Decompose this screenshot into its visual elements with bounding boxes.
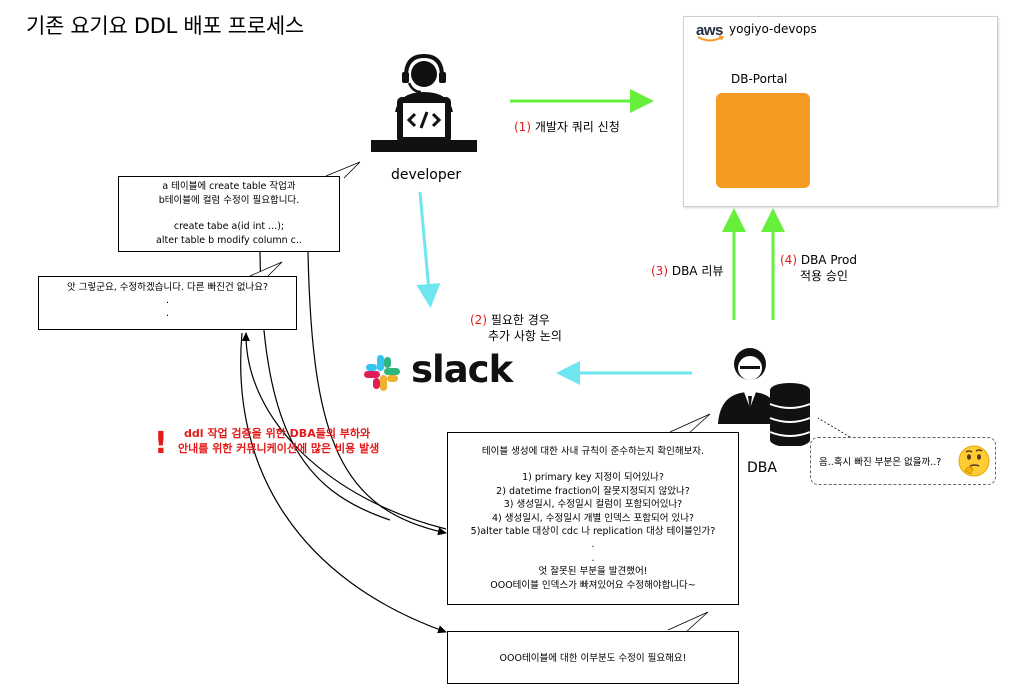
developer-label: developer	[391, 167, 462, 183]
slack-logo-icon	[362, 353, 402, 393]
bubble-line: create tabe a(id int ...);	[173, 221, 285, 232]
step2-label: (2) 필요한 경우 추가 사항 논의	[470, 313, 562, 343]
review-line: 5)alter table 대상이 cdc 나 replication 대상 테…	[470, 526, 716, 538]
dba-thought-bubble: 음..혹시 빠진 부분은 없을까..?	[810, 437, 996, 485]
review-line: OOO테이블 인덱스가 빠져있어요 수정해야합니다~	[490, 579, 696, 591]
bubble-line: .	[165, 295, 170, 306]
db-portal-label: DB-Portal	[731, 72, 788, 86]
bubble-line	[119, 207, 339, 220]
thought-bubble-text: 음..혹시 빠진 부분은 없을까..?	[819, 457, 942, 468]
aws-logo-icon: aws	[696, 22, 725, 42]
bubble-line: 앗 그렇군요, 수정하겠습니다. 다른 빠진건 없나요?	[67, 282, 268, 293]
warning-text: ddl 작업 검증을 위한 DBA들의 부하와 안내를 위한 커뮤니케이션에 많…	[178, 427, 380, 455]
dba-database-icon	[714, 342, 814, 447]
thinking-face-icon	[957, 444, 991, 478]
review-line: 2) datetime fraction이 잘못지정되지 않았나?	[496, 485, 690, 497]
dba-label: DBA	[747, 460, 777, 476]
bubble-line: a 테이블에 create table 작업과	[162, 181, 296, 192]
review-line: 3) 생성일시, 수정일시 컬럼이 포함되어있나?	[503, 499, 683, 511]
review-line: 4) 생성일시, 수정일시 개별 인덱스 포함되어 있나?	[492, 512, 694, 524]
aws-account-label: yogiyo-devops	[729, 22, 817, 36]
review-line: 테이블 생성에 대한 사내 규칙이 준수하는지 확인해보자.	[481, 446, 705, 457]
aws-group-box: aws yogiyo-devops DB-Portal	[683, 16, 998, 207]
dba-final-bubble: OOO테이블에 대한 이부분도 수정이 필요해요!	[447, 631, 739, 684]
review-line: 1) primary key 지정이 되어있나?	[522, 472, 664, 484]
db-portal-icon[interactable]	[716, 93, 810, 188]
final-bubble-tail	[667, 611, 709, 633]
exclamation-icon: !	[154, 426, 168, 461]
thought-bubble-tail	[817, 417, 851, 438]
review-box-tail	[669, 413, 711, 435]
step1-label: (1) 개발자 쿼리 신청	[514, 120, 620, 134]
developer-request-bubble: a 테이블에 create table 작업과 b테이블에 컬럼 수정이 필요합…	[118, 176, 340, 252]
dba-review-box: 테이블 생성에 대한 사내 규칙이 준수하는지 확인해보자. 1) primar…	[447, 432, 739, 605]
developer-laptop-icon	[365, 52, 483, 160]
bubble-line: b테이블에 컬럼 수정이 필요합니다.	[158, 194, 300, 206]
slack-wordmark: slack	[411, 348, 513, 391]
review-line: .	[591, 552, 595, 564]
review-line: 엇 잘못된 부분을 발견했어!	[538, 566, 648, 578]
step4-label: (4) DBA Prod 적용 승인	[780, 253, 857, 283]
review-line: .	[591, 539, 595, 551]
arrow-developer-to-slack	[416, 191, 441, 308]
bubble-line: alter table b modify column c..	[156, 234, 302, 246]
review-line	[448, 458, 738, 471]
developer-reply-bubble: 앗 그렇군요, 수정하겠습니다. 다른 빠진건 없나요? . .	[38, 276, 297, 330]
step3-label: (3) DBA 리뷰	[651, 264, 724, 278]
bubble-line: .	[165, 308, 170, 319]
page-title: 기존 요기요 DDL 배포 프로세스	[26, 14, 304, 38]
